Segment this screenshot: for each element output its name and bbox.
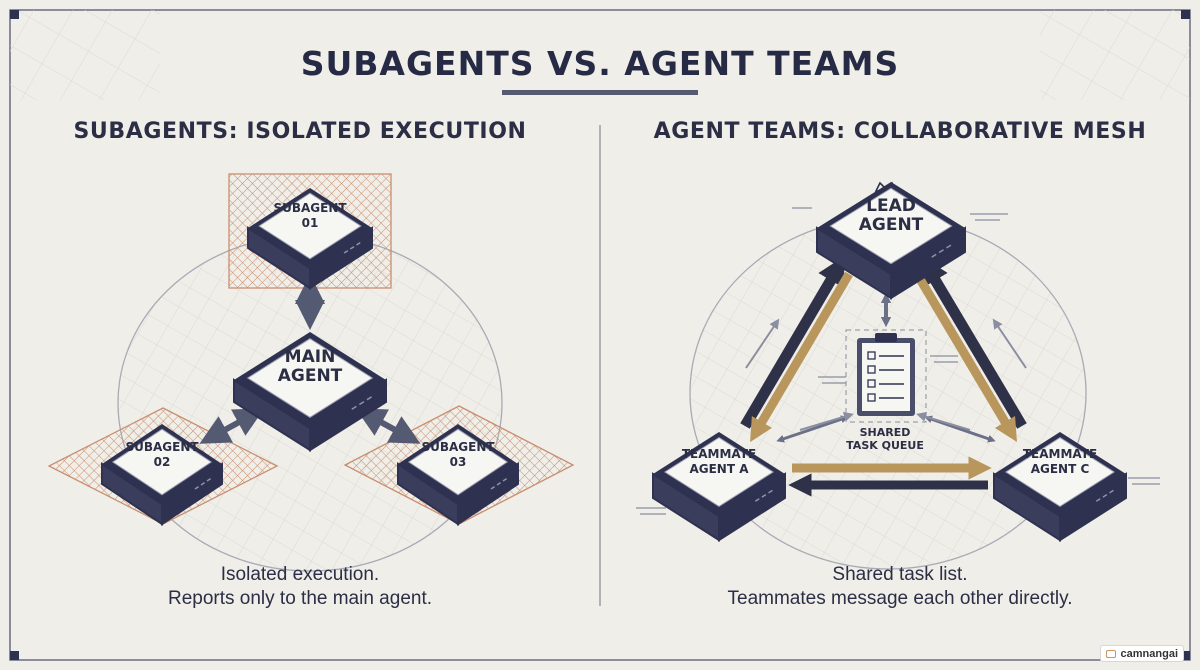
page-title: SUBAGENTS VS. AGENT TEAMS (300, 44, 900, 83)
watermark-badge: camnangai (1100, 645, 1184, 662)
teammate-c-node (993, 432, 1127, 542)
watermark-text: camnangai (1120, 647, 1178, 660)
subagent-01-node (247, 188, 373, 290)
left-caption: Isolated execution.Reports only to the m… (167, 564, 433, 609)
left-panel-heading: SUBAGENTS: ISOLATED EXECUTION (73, 119, 527, 144)
subagent-03-node (397, 424, 519, 526)
title-underline (502, 90, 698, 95)
outer-frame (9, 9, 1191, 661)
annotation-marks (636, 207, 1160, 515)
connector-main-02 (199, 408, 265, 444)
main-agent-node (233, 332, 387, 452)
teammate-a-node (652, 432, 786, 542)
lead-agent-node (816, 182, 966, 300)
clipboard-icon (845, 329, 927, 423)
logo-icon (1106, 649, 1116, 658)
right-panel-heading: AGENT TEAMS: COLLABORATIVE MESH (653, 119, 1147, 144)
subagent-02-node (101, 424, 223, 526)
right-caption: Shared task list.Teammates message each … (727, 564, 1073, 609)
mesh-arrows (740, 255, 1027, 497)
connector-main-03 (355, 408, 421, 444)
